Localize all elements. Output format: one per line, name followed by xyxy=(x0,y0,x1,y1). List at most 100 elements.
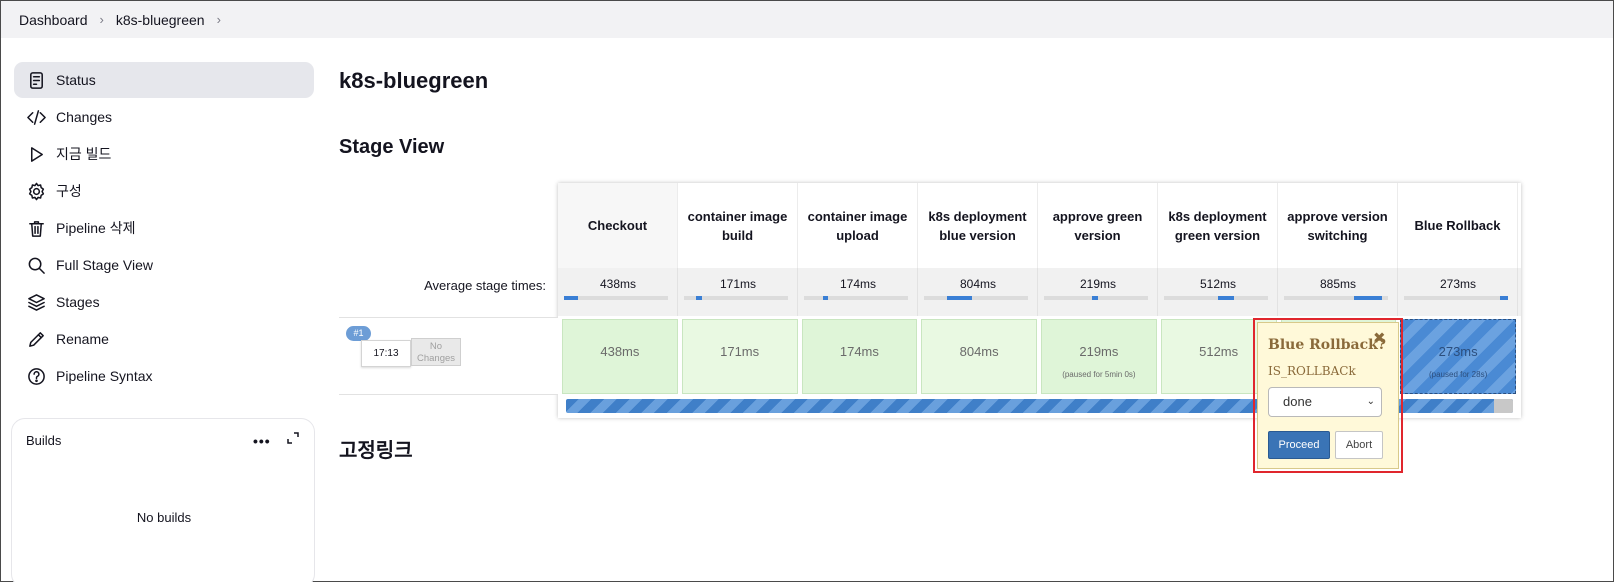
more-icon[interactable]: ••• xyxy=(253,433,271,449)
avg-bar xyxy=(1284,296,1388,300)
popup-param-label: IS_ROLLBACk xyxy=(1268,364,1356,378)
pencil-icon xyxy=(26,329,46,349)
stage-header-row: Checkout container image build container… xyxy=(558,183,1521,268)
avg-bar-fill xyxy=(1218,296,1234,300)
stage-cell[interactable]: 438ms xyxy=(562,319,678,394)
avg-bar xyxy=(564,296,668,300)
sidebar-item-status[interactable]: Status xyxy=(14,62,314,98)
avg-cell: 804ms xyxy=(918,268,1038,316)
sidebar-item-label: Full Stage View xyxy=(56,257,154,273)
sidebar-item-changes[interactable]: Changes xyxy=(14,99,314,135)
avg-cell: 174ms xyxy=(798,268,918,316)
avg-bar xyxy=(1164,296,1268,300)
stage-cell-time: 174ms xyxy=(839,344,879,359)
status-icon xyxy=(26,70,46,90)
chevron-right-icon[interactable]: › xyxy=(216,12,221,27)
stage-view-title: Stage View xyxy=(339,136,445,158)
avg-bar-fill xyxy=(696,296,702,300)
stage-header-k8s-deployment-blue: k8s deployment blue version xyxy=(918,183,1038,268)
stage-header-blue-rollback: Blue Rollback xyxy=(1398,183,1518,268)
chevron-down-icon: ⌄ xyxy=(1366,396,1375,407)
stage-cell-paused[interactable]: 273ms(paused for 28s) xyxy=(1400,319,1516,394)
avg-time: 171ms xyxy=(719,277,757,291)
stage-header-container-image-build: container image build xyxy=(678,183,798,268)
builds-empty-text: No builds xyxy=(136,510,192,525)
avg-bar-fill xyxy=(1091,296,1099,300)
avg-time: 804ms xyxy=(959,277,997,291)
sidebar-item-rename[interactable]: Rename xyxy=(14,321,314,357)
layers-icon xyxy=(26,292,46,312)
avg-cell: 219ms xyxy=(1038,268,1158,316)
stage-cell[interactable]: 219ms (paused for 5min 0s) xyxy=(1041,319,1157,394)
sidebar-item-label: Status xyxy=(56,72,96,88)
help-icon xyxy=(26,366,46,386)
sidebar: Status Changes 지금 빌드 구성 Pipeline 삭제 Full… xyxy=(14,62,314,395)
expand-icon[interactable] xyxy=(286,431,300,445)
gear-icon xyxy=(26,181,46,201)
avg-cell: 273ms xyxy=(1398,268,1518,316)
abort-button[interactable]: Abort xyxy=(1335,431,1383,459)
stage-cell-note: (paused for 5min 0s) xyxy=(1062,370,1136,379)
sidebar-item-stages[interactable]: Stages xyxy=(14,284,314,320)
breadcrumb: Dashboard › k8s-bluegreen › xyxy=(1,1,1613,38)
avg-bar xyxy=(684,296,788,300)
avg-time: 438ms xyxy=(599,277,637,291)
avg-bar-fill xyxy=(1499,296,1508,300)
play-icon xyxy=(26,144,46,164)
sidebar-item-delete-pipeline[interactable]: Pipeline 삭제 xyxy=(14,210,314,246)
avg-time: 219ms xyxy=(1079,277,1117,291)
chevron-right-icon: › xyxy=(99,12,104,27)
sidebar-item-label: Changes xyxy=(56,109,113,125)
stage-cell[interactable]: 804ms xyxy=(921,319,1037,394)
stage-header-approve-switching: approve version switching xyxy=(1278,183,1398,268)
stage-cell[interactable]: 171ms xyxy=(681,319,798,394)
stage-header-k8s-deployment-green: k8s deployment green version xyxy=(1158,183,1278,268)
page-title: k8s-bluegreen xyxy=(339,68,489,93)
builds-card: Builds ••• No builds xyxy=(11,418,315,582)
stage-cell-time: 219ms xyxy=(1079,344,1119,359)
build-changes: No Changes xyxy=(411,338,461,366)
avg-cell: 438ms xyxy=(558,268,678,316)
trash-icon xyxy=(26,218,46,238)
sidebar-item-label: Pipeline Syntax xyxy=(56,368,153,384)
build-time: 17:13 xyxy=(361,340,411,367)
proceed-button[interactable]: Proceed xyxy=(1268,431,1330,459)
breadcrumb-job[interactable]: k8s-bluegreen xyxy=(115,11,205,28)
rollback-select[interactable]: done ⌄ xyxy=(1268,387,1382,417)
average-stage-times-label: Average stage times: xyxy=(424,278,546,293)
sidebar-item-full-stage-view[interactable]: Full Stage View xyxy=(14,247,314,283)
avg-bar-fill xyxy=(822,296,828,300)
stage-header-checkout: Checkout xyxy=(558,183,678,268)
avg-time: 174ms xyxy=(839,277,877,291)
stage-cell[interactable]: 174ms xyxy=(801,319,918,394)
stage-cell-time: 512ms xyxy=(1199,344,1239,359)
sidebar-item-label: 지금 빌드 xyxy=(56,146,112,162)
build-progress-remaining xyxy=(1494,399,1513,413)
build-number-badge[interactable]: #1 xyxy=(346,326,371,341)
builds-title: Builds xyxy=(26,433,62,448)
rollback-select-value: done xyxy=(1283,394,1312,409)
avg-bar xyxy=(924,296,1028,300)
avg-cell: 512ms xyxy=(1158,268,1278,316)
avg-time: 273ms xyxy=(1439,277,1477,291)
avg-time: 512ms xyxy=(1199,277,1237,291)
stage-cell-note: (paused for 28s) xyxy=(1428,370,1488,379)
build-row-header: #1 17:13 No Changes xyxy=(339,317,558,395)
permalinks-title: 고정링크 xyxy=(339,440,413,462)
close-icon[interactable]: ✖ xyxy=(1373,330,1386,347)
avg-time: 885ms xyxy=(1319,277,1357,291)
avg-cell: 885ms xyxy=(1278,268,1398,316)
input-popup: Blue Rollback? ✖ IS_ROLLBACk done ⌄ Proc… xyxy=(1257,322,1399,469)
sidebar-item-build-now[interactable]: 지금 빌드 xyxy=(14,136,314,172)
avg-bar-fill xyxy=(564,296,578,300)
sidebar-item-configure[interactable]: 구성 xyxy=(14,173,314,209)
average-times-row: 438ms 171ms 174ms 804ms 219ms 512ms 885m… xyxy=(558,268,1521,316)
sidebar-item-label: 구성 xyxy=(56,183,82,199)
sidebar-item-pipeline-syntax[interactable]: Pipeline Syntax xyxy=(14,358,314,394)
avg-bar xyxy=(1044,296,1148,300)
breadcrumb-dashboard[interactable]: Dashboard xyxy=(19,11,88,28)
avg-cell: 171ms xyxy=(678,268,798,316)
code-icon xyxy=(26,107,46,127)
sidebar-item-label: Pipeline 삭제 xyxy=(56,220,136,236)
avg-bar-fill xyxy=(946,296,972,300)
